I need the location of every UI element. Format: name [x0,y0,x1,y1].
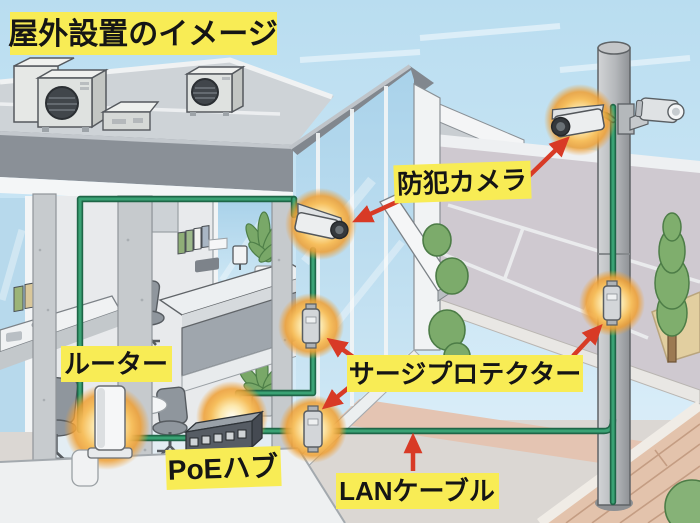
title-label: 屋外設置のイメージ [8,12,278,55]
router-label: ルーター [64,349,168,379]
camera-rear [634,99,644,118]
sp-label [305,316,317,324]
ac-unit-low [100,101,160,131]
tree-foliage [654,212,690,337]
label-security-camera: 防犯カメラ [393,160,532,204]
sp-body [303,410,323,448]
pole-cap [597,41,631,55]
lan-cable-label: LANケーブル [339,476,495,506]
office-chair-2 [152,386,188,456]
left-window-frame [25,196,33,432]
arrow-to-building-camera [352,198,400,223]
fascia-lip [0,131,294,149]
desk-monitor [232,245,248,270]
sp-body [301,308,321,344]
corner-bush [664,479,700,523]
hub-ports [189,429,247,447]
label-poe-hub: PoEハブ [165,445,282,490]
label-lan-cable: LANケーブル [336,473,499,509]
surge-protector-pole [602,280,622,326]
street-tree [654,212,690,363]
surge-protector-lower [303,405,323,453]
ac-unit-1 [35,68,109,132]
callout-arrows [321,136,603,471]
side-desk-front [0,310,120,370]
building [0,57,471,523]
sp-body [602,285,622,321]
back-small-window [151,197,179,233]
surge-protector-upper [301,303,321,349]
poe-hub-label: PoEハブ [167,450,279,486]
corner-pilaster [413,82,441,351]
fascia-lip-right [288,64,412,150]
ac2-side [231,65,244,114]
sp-label [307,418,319,426]
surge-protector-label: サージプロテクター [349,359,581,389]
trash-bin [71,449,99,487]
left-window-glass [0,198,25,432]
building-camera [294,202,349,240]
binders [177,225,210,255]
security-camera-label: 防犯カメラ [397,165,528,200]
desk-tray [195,257,219,273]
arrow-to-surge-pole [571,324,603,358]
router-shade [97,388,105,448]
page-title: 屋外設置のイメージ [8,17,277,51]
camera-lens [671,107,680,116]
label-router: ルーター [61,346,172,382]
camera-lens-inner [335,225,344,235]
router-device [87,385,133,459]
pole-camera-right [617,97,685,135]
sp-label [606,293,618,301]
roof-fascia-front [0,131,293,192]
paper-stack [208,237,228,251]
ac2-fan [191,78,219,106]
arrow-to-pole-camera [525,136,570,180]
desk-item2 [6,331,22,342]
ac1-fan [45,86,79,120]
label-surge-protector: サージプロテクター [347,355,583,392]
ac-unit-2 [184,65,246,116]
camera-lens-inner [556,122,566,132]
pole-camera-main [550,104,605,138]
pillar-speckles [38,238,287,452]
